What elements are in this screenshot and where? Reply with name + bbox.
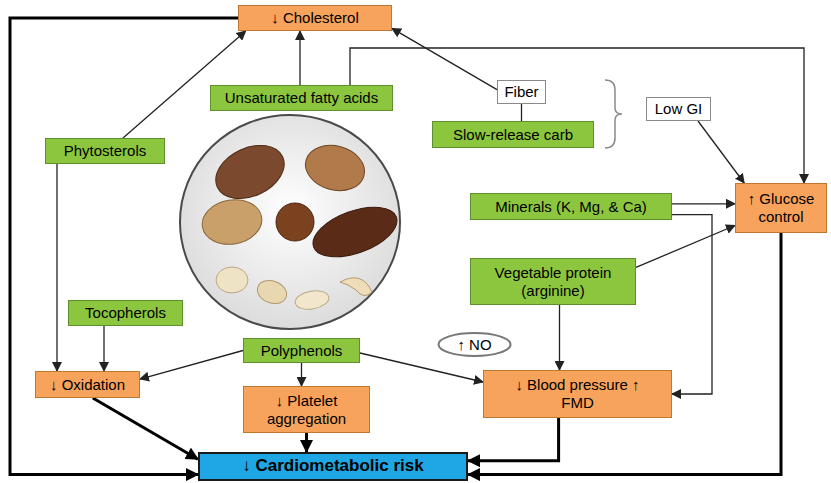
node-label: ↑ NO bbox=[457, 336, 491, 354]
node-label: Unsaturated fatty acids bbox=[225, 89, 378, 107]
effect-arrow bbox=[559, 305, 560, 370]
node-label: ↓ Blood pressure ↑ FMD bbox=[514, 376, 642, 412]
outcome-arrow bbox=[468, 233, 781, 475]
effect-arrow bbox=[140, 351, 243, 380]
outcome-arrow bbox=[305, 433, 308, 452]
hazelnut bbox=[276, 203, 314, 241]
node-label: ↑ Glucose control bbox=[741, 190, 821, 226]
effect-arrow bbox=[103, 326, 104, 371]
property-box: Fiber bbox=[497, 80, 546, 104]
effect-arrow bbox=[56, 164, 57, 371]
nutrient-box: Tocopherols bbox=[68, 300, 183, 326]
outcome-arrow bbox=[93, 398, 198, 459]
group-bracket bbox=[605, 80, 622, 148]
node-label: Slow-release carb bbox=[453, 126, 573, 144]
brazil-nut bbox=[207, 135, 293, 209]
node-label: Phytosterols bbox=[64, 142, 147, 160]
node-label: Fiber bbox=[504, 83, 538, 101]
nutrient-box: Vegetable protein (arginine) bbox=[470, 258, 636, 305]
pecan bbox=[199, 195, 266, 249]
walnut bbox=[300, 139, 369, 197]
nutrient-box: Unsaturated fatty acids bbox=[210, 85, 393, 111]
outcome-box: ↓ Blood pressure ↑ FMD bbox=[483, 370, 672, 418]
result-box: ↓ Cardiometabolic risk bbox=[198, 452, 468, 481]
macadamia bbox=[216, 267, 248, 293]
mediator-oval: ↑ NO bbox=[437, 332, 512, 357]
effect-arrow bbox=[360, 353, 483, 382]
effect-arrow bbox=[698, 121, 744, 183]
node-label: Vegetable protein (arginine) bbox=[476, 264, 630, 300]
nutrient-box: Polyphenols bbox=[243, 338, 360, 363]
node-label: ↓ Cardiometabolic risk bbox=[242, 456, 423, 476]
outcome-arrow bbox=[468, 418, 559, 461]
node-label: Low GI bbox=[655, 100, 703, 118]
outcome-box: ↓ Oxidation bbox=[35, 371, 140, 398]
node-label: ↓ Cholesterol bbox=[271, 9, 359, 27]
nutrient-box: Minerals (K, Mg, & Ca) bbox=[470, 193, 672, 220]
node-label: ↓ Platelet aggregation bbox=[249, 392, 364, 428]
node-label: ↓ Oxidation bbox=[50, 376, 125, 394]
node-label: Minerals (K, Mg, & Ca) bbox=[495, 198, 647, 216]
outcome-box: ↑ Glucose control bbox=[735, 183, 827, 233]
effect-arrow bbox=[301, 363, 302, 386]
property-box: Low GI bbox=[646, 97, 711, 121]
almond bbox=[306, 197, 403, 267]
nutrient-box: Phytosterols bbox=[45, 138, 165, 164]
effect-arrow bbox=[672, 215, 712, 394]
pine-nut bbox=[294, 288, 331, 312]
nutrient-box: Slow-release carb bbox=[432, 121, 594, 148]
outcome-box: ↓ Cholesterol bbox=[238, 5, 392, 31]
node-label: Polyphenols bbox=[261, 342, 343, 360]
node-label: Tocopherols bbox=[85, 304, 166, 322]
effect-arrow bbox=[350, 48, 804, 183]
effect-arrow bbox=[672, 203, 735, 204]
outcome-box: ↓ Platelet aggregation bbox=[243, 386, 370, 433]
effect-arrow bbox=[299, 31, 300, 85]
effect-arrow bbox=[636, 226, 735, 268]
effect-arrow bbox=[392, 28, 497, 89]
pistachio bbox=[254, 277, 290, 308]
effect-arrow bbox=[521, 104, 522, 121]
outcome-arrow bbox=[10, 18, 238, 475]
cashew bbox=[340, 278, 372, 296]
